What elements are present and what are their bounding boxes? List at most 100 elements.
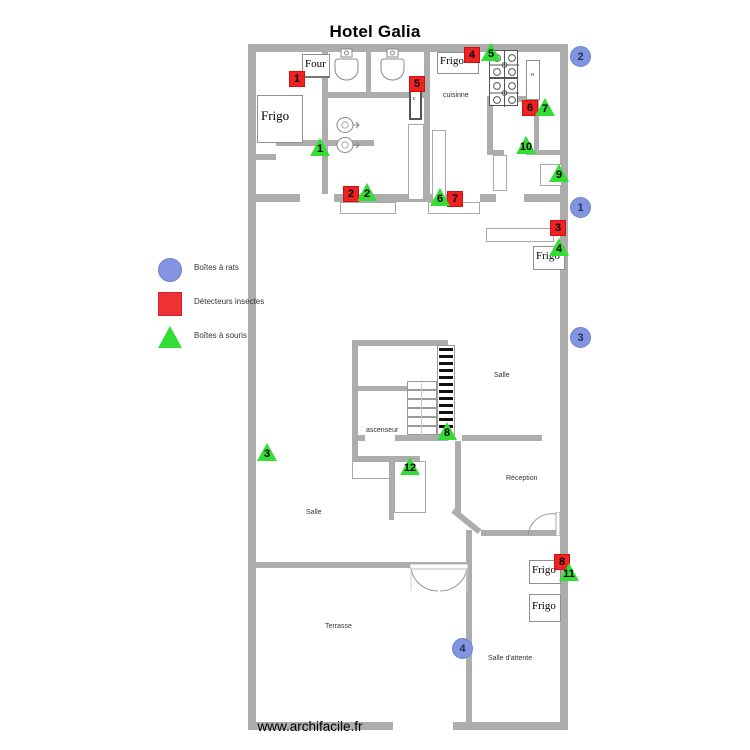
escalator-step (439, 348, 453, 351)
room-label-terrasse: Terrasse (325, 623, 352, 630)
rat-trap-marker-1[interactable]: 1 (570, 197, 591, 218)
wall-core-left2 (352, 440, 358, 462)
marker-label: 2 (363, 188, 371, 200)
frigo-big-left-box (257, 95, 303, 143)
marker-label: 4 (468, 48, 476, 61)
marker-label: 10 (519, 141, 533, 153)
marker-label: 8 (443, 427, 451, 439)
frigo-lower-b-label: Frigo (532, 600, 556, 612)
marker-label: 11 (563, 568, 575, 580)
legend-label-insect-detectors: Détecteurs insectes (194, 297, 265, 306)
stair-tread (407, 408, 437, 417)
triangle-icon (516, 136, 536, 154)
counter-left (340, 202, 396, 214)
mouse-trap-marker-8[interactable]: 8 (437, 422, 457, 440)
triangle-icon (481, 43, 501, 61)
marker-label: 3 (577, 331, 584, 344)
room-label-salle-lower: Salle (306, 509, 322, 516)
cabinet-tall-1 (408, 124, 424, 200)
mouse-trap-marker-3[interactable]: 3 (257, 443, 277, 461)
marker-label: 7 (451, 192, 459, 205)
room-label-reception: Réception (506, 475, 538, 482)
kitchen-lower-box (493, 155, 507, 191)
triangle-icon (549, 164, 569, 182)
stair-tread (407, 399, 437, 408)
marker-label: 12 (403, 462, 417, 474)
wall-core-top (352, 340, 448, 346)
marker-label: 4 (555, 243, 563, 255)
stove-icon-2 (489, 78, 519, 107)
escalator-step (439, 411, 453, 414)
marker-label: 1 (293, 72, 301, 85)
triangle-icon (357, 183, 377, 201)
marker-label: 4 (459, 642, 466, 655)
stair-tread (407, 426, 437, 435)
room-label-salle-upper: Salle (494, 372, 510, 379)
wall-interior-u6 (276, 140, 328, 146)
marker-label: 7 (541, 103, 549, 115)
rat-trap-marker-4[interactable]: 4 (452, 638, 473, 659)
mouse-trap-marker-1[interactable]: 1 (310, 138, 330, 156)
marker-label: 3 (263, 448, 271, 460)
mouse-trap-marker-12[interactable]: 12 (400, 457, 420, 475)
escalator-step (439, 376, 453, 379)
marker-label: 1 (577, 201, 584, 214)
footer: www.archifacile.fr (0, 719, 750, 734)
wall-exterior-top (248, 44, 568, 52)
wall-interior-u11 (534, 96, 539, 155)
mouse-trap-marker-7[interactable]: 7 (535, 98, 555, 116)
marker-label: 9 (555, 169, 563, 181)
mouse-trap-marker-10[interactable]: 10 (516, 136, 536, 154)
insect-detector-marker-3[interactable]: 3 (550, 220, 566, 236)
wall-reception-bottom (481, 530, 563, 536)
insect-detector-marker-5[interactable]: 5 (409, 76, 425, 92)
stair-rail (421, 383, 422, 435)
marker-label: 2 (577, 50, 584, 63)
escalator-step (439, 390, 453, 393)
marker-label: 2 (347, 187, 355, 200)
mouse-trap-marker-11[interactable]: 11 (559, 563, 579, 581)
insect-detector-marker-4[interactable]: 4 (464, 47, 480, 63)
wall-interior-u13 (256, 154, 276, 160)
page-title: Hotel Galia (329, 22, 421, 41)
mouse-trap-marker-9[interactable]: 9 (549, 164, 569, 182)
door-gap-2 (448, 194, 480, 202)
room-label-ascenseur: ascenseur (366, 427, 399, 434)
triangle-icon (257, 443, 277, 461)
marker-label: 5 (413, 77, 421, 90)
wall-exterior-right (560, 44, 568, 730)
cabinet-narrow-1-label: c (413, 96, 416, 102)
mouse-trap-marker-2[interactable]: 2 (357, 183, 377, 201)
rat-trap-icon (158, 258, 182, 282)
rat-trap-marker-3[interactable]: 3 (570, 327, 591, 348)
triangle-icon (430, 188, 450, 206)
stair-tread (407, 417, 437, 426)
counter-far-right (486, 228, 554, 242)
wall-attente-left (466, 530, 472, 564)
escalator-step (439, 404, 453, 407)
toilet-icon-1 (332, 48, 360, 88)
wall-core-mid (352, 386, 412, 391)
insect-detector-marker-1[interactable]: 1 (289, 71, 305, 87)
mouse-trap-marker-5[interactable]: 5 (481, 43, 501, 61)
four-base (302, 76, 330, 78)
footer-url: www.archifacile.fr (257, 719, 363, 734)
escalator-step (439, 418, 453, 421)
legend-label-rat-traps: Boîtes à rats (194, 263, 239, 272)
frigo-kitchen-label: Frigo (440, 55, 464, 67)
wall-interior-u3 (366, 44, 371, 92)
wall-core-stem (389, 456, 394, 520)
stair-tread (407, 381, 437, 390)
rat-trap-marker-2[interactable]: 2 (570, 46, 591, 67)
door-gap-3 (496, 194, 524, 202)
triangle-icon (549, 238, 569, 256)
marker-label: 1 (316, 143, 324, 155)
triangle-icon (437, 422, 457, 440)
toilet-icon-2 (378, 48, 406, 88)
mouse-trap-marker-6[interactable]: 6 (430, 188, 450, 206)
mouse-trap-marker-4[interactable]: 4 (549, 238, 569, 256)
marker-label: 6 (526, 101, 534, 114)
four-box (302, 54, 330, 76)
wall-interior-u12 (534, 150, 568, 155)
